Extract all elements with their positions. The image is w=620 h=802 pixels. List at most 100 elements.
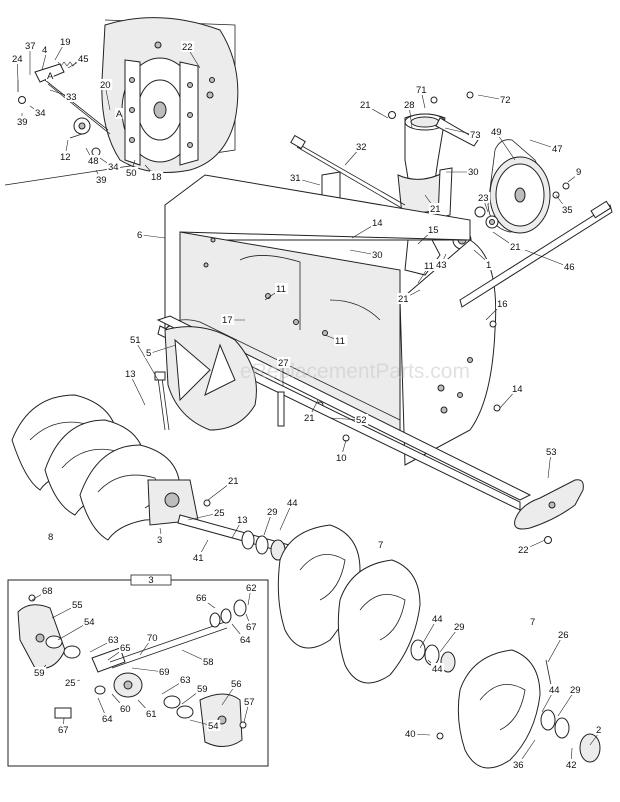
callout-bg — [213, 507, 227, 518]
callout-bg — [397, 293, 411, 304]
callout-number: 50 — [126, 168, 137, 179]
callout-number: 9 — [576, 167, 581, 178]
callout-bg — [239, 634, 253, 645]
callout-number: 13 — [237, 515, 248, 526]
callout-number: 63 — [180, 675, 191, 686]
shear-bolt-51 — [157, 377, 166, 431]
callout-number: 13 — [125, 369, 136, 380]
callout-bg — [101, 713, 115, 724]
callout-bg — [565, 759, 579, 770]
callout-number: 35 — [562, 205, 573, 216]
callout-number: 60 — [120, 704, 131, 715]
callout-bg — [469, 129, 483, 140]
callout-bg — [221, 314, 235, 325]
callout-number: 2 — [596, 725, 601, 736]
callout-number: 71 — [416, 85, 427, 96]
callout-bg — [511, 383, 525, 394]
callout-number: 73 — [470, 130, 481, 141]
callout-bg — [557, 629, 571, 640]
callout-number: A — [116, 109, 123, 120]
callout-bg — [146, 632, 160, 643]
callout-number: 61 — [146, 709, 157, 720]
callout-number: 7 — [530, 617, 535, 628]
callout-number: 29 — [454, 622, 465, 633]
callout-number: 18 — [151, 172, 162, 183]
callout-bg — [517, 544, 531, 555]
callout-number: 57 — [244, 697, 255, 708]
callout-bg — [303, 412, 317, 423]
callout-bg — [427, 224, 441, 235]
callout-number: 24 — [12, 54, 23, 65]
callout-number: 1 — [486, 260, 491, 271]
callout-bg — [57, 724, 71, 735]
chute-crank-rod — [294, 141, 406, 206]
callout-bg — [145, 347, 153, 358]
callout-number: 30 — [468, 167, 479, 178]
callout-bg — [179, 674, 193, 685]
callout-bg — [355, 414, 369, 425]
callout-number: 62 — [246, 583, 257, 594]
callout-bg — [59, 36, 73, 47]
callout-number: 22 — [518, 545, 529, 556]
callout-number: 31 — [290, 173, 301, 184]
callout-bg — [266, 506, 280, 517]
callout-number: 51 — [130, 335, 141, 346]
callout-bg — [202, 656, 216, 667]
callout-bg — [129, 334, 143, 345]
frame-rail-46 — [459, 204, 613, 308]
callout-bg — [275, 283, 289, 294]
callout-bg — [64, 677, 78, 688]
callout-number: 21 — [510, 242, 521, 253]
callout-bg — [24, 40, 38, 51]
callout-bg — [569, 684, 583, 695]
callout-bg — [371, 249, 385, 260]
callout-number: 59 — [197, 684, 208, 695]
callout-bg — [33, 667, 47, 678]
callout-number: 6 — [137, 230, 142, 241]
control-rod — [44, 79, 109, 131]
auger-shaft — [177, 499, 301, 561]
callout-bg — [119, 642, 133, 653]
callout-bg — [227, 475, 241, 486]
callout-bg — [136, 229, 144, 240]
impeller — [154, 326, 285, 431]
chute-assembly — [388, 91, 479, 226]
callout-bg — [192, 552, 206, 563]
callout-leader — [129, 373, 146, 406]
auger-flight-7c — [457, 649, 541, 769]
callout-bg — [551, 143, 565, 154]
callout-number: 52 — [356, 415, 367, 426]
callout-leader — [134, 339, 159, 381]
callout-bg — [435, 259, 449, 270]
callout-number: 63 — [108, 635, 119, 646]
callout-number: 45 — [78, 54, 89, 65]
callout-number: 67 — [58, 725, 69, 736]
callout-bg — [499, 94, 513, 105]
belt-pulley — [404, 139, 570, 276]
callout-bg — [95, 174, 109, 185]
inset-title-box — [130, 574, 172, 586]
callout-bg — [431, 613, 445, 624]
callout-number: 54 — [84, 617, 95, 628]
callout-number: 8 — [48, 532, 53, 543]
callout-bg — [59, 151, 73, 162]
auger-housing — [164, 174, 501, 466]
watermark: eReplacementParts.com — [240, 360, 470, 383]
callout-bg — [563, 261, 577, 272]
callout-bg — [477, 192, 491, 203]
callout-bg — [545, 446, 559, 457]
callout-number: 72 — [500, 95, 511, 106]
callout-number: 68 — [42, 586, 53, 597]
callout-number: 11 — [276, 284, 286, 295]
callout-bg — [158, 666, 172, 677]
callout-number: 21 — [430, 204, 441, 215]
callout-number: 67 — [246, 622, 257, 633]
callout-bg — [355, 141, 369, 152]
callout-number: 56 — [231, 679, 242, 690]
callout-number: 10 — [336, 453, 347, 464]
callout-number: 28 — [404, 100, 415, 111]
callout-number: 39 — [96, 175, 107, 186]
callout-number: 34 — [108, 162, 119, 173]
callout-number: 44 — [432, 614, 443, 625]
